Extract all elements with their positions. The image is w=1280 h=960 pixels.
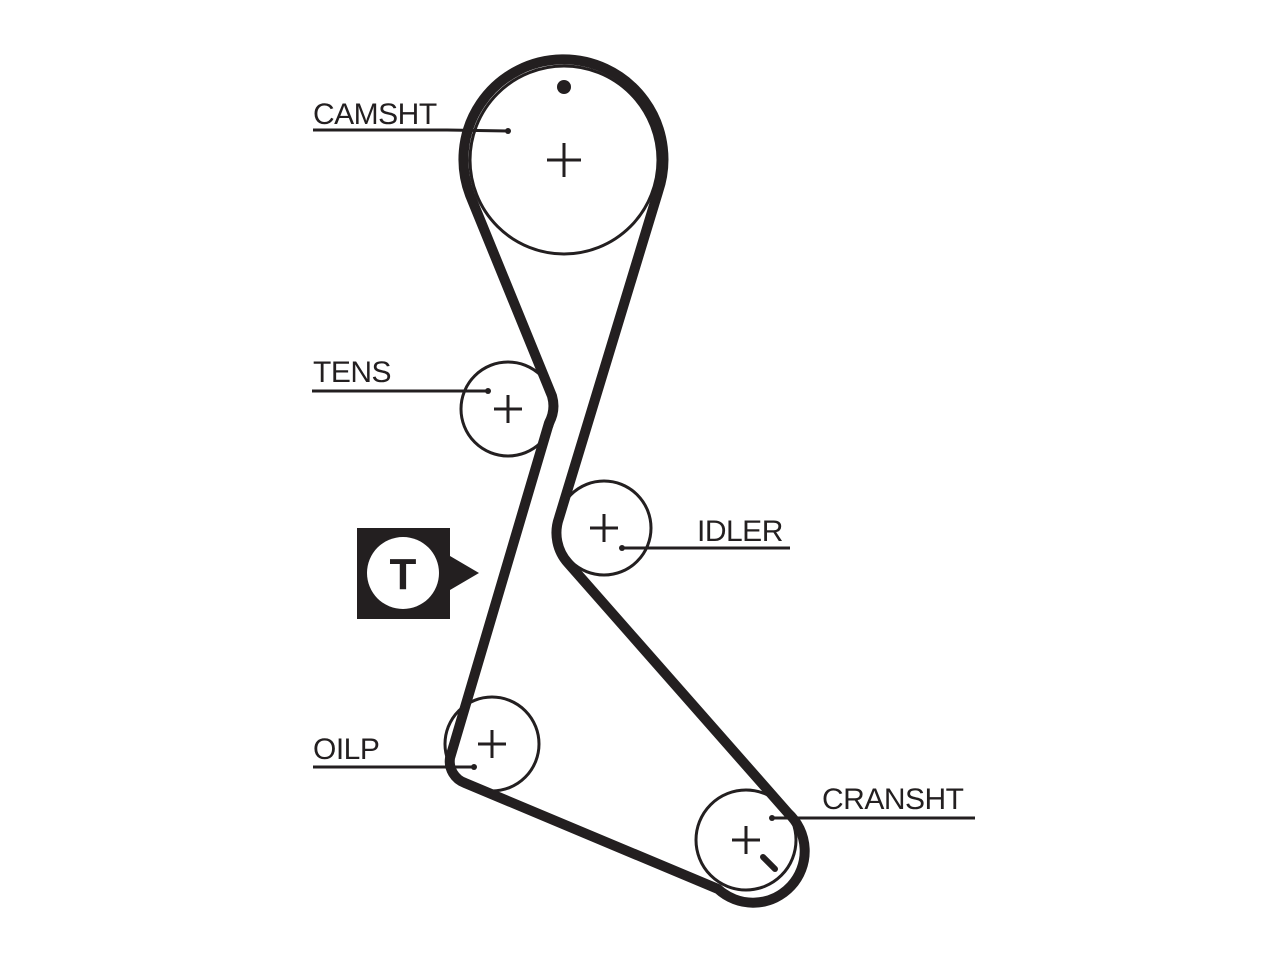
crankshaft-pulley bbox=[694, 788, 798, 892]
camshaft-label: CAMSHT bbox=[313, 98, 437, 131]
tension-badge-letter: T bbox=[390, 550, 417, 599]
crankshaft-center-icon bbox=[732, 826, 760, 854]
oil-pump-label: OILP bbox=[313, 733, 379, 766]
crankshaft-leader bbox=[769, 815, 975, 821]
tensioner-leader bbox=[312, 388, 491, 394]
idler-label: IDLER bbox=[697, 515, 783, 548]
camshaft-center-icon bbox=[547, 143, 581, 177]
idler-center-icon bbox=[590, 514, 618, 542]
timing-mark-dot bbox=[557, 80, 571, 94]
tensioner-center-icon bbox=[494, 395, 522, 423]
idler-leader bbox=[619, 545, 790, 551]
camshaft-leader bbox=[313, 128, 511, 134]
tensioner-label: TENS bbox=[313, 356, 391, 389]
crankshaft-label: CRANSHT bbox=[822, 783, 964, 816]
oil-pump-leader bbox=[313, 764, 477, 770]
camshaft-pulley bbox=[468, 64, 660, 256]
oil-pump-center-icon bbox=[478, 730, 506, 758]
timing-belt bbox=[444, 54, 810, 908]
tension-badge: T bbox=[357, 528, 479, 619]
crankshaft-timing-mark bbox=[760, 854, 778, 872]
